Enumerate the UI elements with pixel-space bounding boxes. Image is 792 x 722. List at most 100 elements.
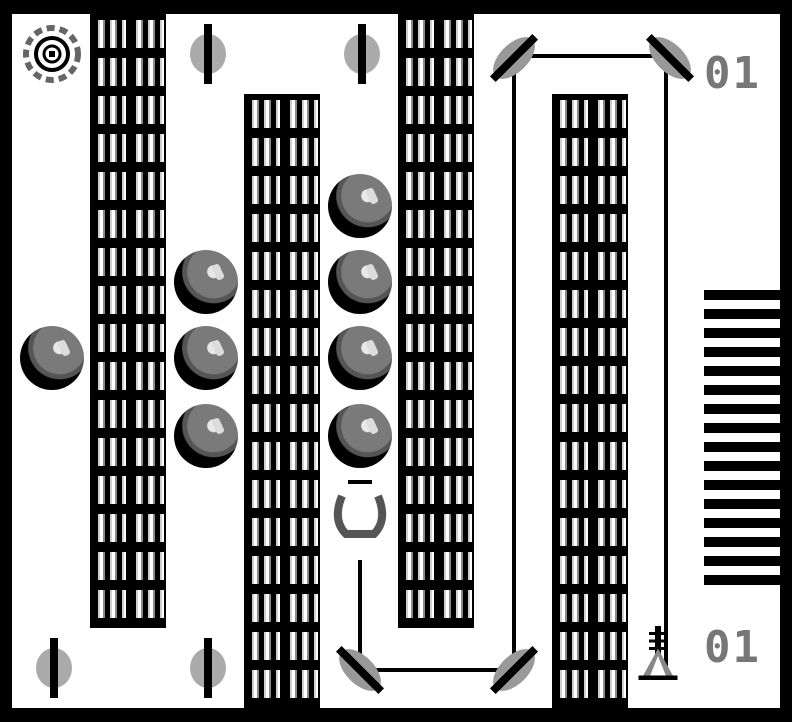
tile-block <box>594 404 626 432</box>
tile-block <box>132 514 164 542</box>
tile-block <box>248 670 280 698</box>
tile-block <box>94 324 126 352</box>
tile-block <box>440 58 472 86</box>
tile-block <box>286 366 318 394</box>
tile-block <box>286 632 318 660</box>
tile-block <box>402 552 434 580</box>
tile-block <box>440 134 472 162</box>
playfield[interactable]: 01 01 <box>12 14 780 708</box>
tile-block <box>94 400 126 428</box>
tile-block <box>402 248 434 276</box>
bumper-pin-icon <box>190 638 226 698</box>
tile-block <box>286 290 318 318</box>
tile-block <box>132 438 164 466</box>
tile-block <box>248 556 280 584</box>
tile-block <box>594 366 626 394</box>
tile-block <box>556 176 588 204</box>
tile-block <box>248 100 280 128</box>
tile-block <box>286 480 318 508</box>
tile-block <box>94 58 126 86</box>
tile-block <box>94 134 126 162</box>
tile-block <box>440 362 472 390</box>
tile-block <box>94 362 126 390</box>
tile-block <box>286 100 318 128</box>
tile-block <box>594 670 626 698</box>
tile-block <box>440 400 472 428</box>
tile-block <box>248 518 280 546</box>
tile-block <box>556 214 588 242</box>
tile-block <box>248 214 280 242</box>
tile-block <box>440 20 472 48</box>
tile-block <box>402 438 434 466</box>
ball <box>328 174 392 238</box>
tile-block <box>440 590 472 618</box>
tile-block <box>556 594 588 622</box>
tile-block <box>440 514 472 542</box>
bumper-pin-icon <box>36 638 72 698</box>
tile-block <box>556 100 588 128</box>
tile-column-4 <box>552 94 628 708</box>
tile-block <box>556 556 588 584</box>
tile-block <box>402 172 434 200</box>
tile-block <box>594 290 626 318</box>
tile-block <box>94 476 126 504</box>
tether-line <box>512 54 668 58</box>
tile-block <box>248 252 280 280</box>
tile-block <box>556 670 588 698</box>
tile-block <box>594 252 626 280</box>
ball <box>174 326 238 390</box>
tile-block <box>402 96 434 124</box>
tile-block <box>440 476 472 504</box>
tile-block <box>94 172 126 200</box>
tile-block <box>132 476 164 504</box>
tile-block <box>132 324 164 352</box>
tile-block <box>594 328 626 356</box>
tether-line <box>664 54 668 674</box>
tile-block <box>132 286 164 314</box>
tile-block <box>94 590 126 618</box>
tile-block <box>132 134 164 162</box>
tile-block <box>594 214 626 242</box>
tile-block <box>94 248 126 276</box>
tile-column-2 <box>244 94 320 708</box>
tile-block <box>594 100 626 128</box>
tile-block <box>286 442 318 470</box>
tile-block <box>248 290 280 318</box>
tile-block <box>594 556 626 584</box>
tile-block <box>248 442 280 470</box>
deflector-icon <box>645 33 695 83</box>
deflector-icon <box>489 33 539 83</box>
tile-block <box>556 480 588 508</box>
tile-block <box>286 594 318 622</box>
tile-block <box>402 362 434 390</box>
tile-block <box>248 480 280 508</box>
tile-block <box>286 328 318 356</box>
deflector-icon <box>489 645 539 695</box>
ball <box>328 326 392 390</box>
tether-line <box>358 560 362 672</box>
tether-line <box>512 58 516 674</box>
tile-block <box>132 172 164 200</box>
tile-block <box>556 442 588 470</box>
ball <box>20 326 84 390</box>
rocket-ship-icon[interactable] <box>628 626 688 686</box>
deflector-icon <box>335 645 385 695</box>
tether-line <box>358 668 514 672</box>
tile-block <box>440 324 472 352</box>
tile-block <box>556 252 588 280</box>
tile-block <box>402 476 434 504</box>
tile-block <box>248 138 280 166</box>
ball <box>328 404 392 468</box>
tile-block <box>94 438 126 466</box>
tile-block <box>440 172 472 200</box>
tile-block <box>286 138 318 166</box>
tile-block <box>94 20 126 48</box>
tile-block <box>248 632 280 660</box>
tile-block <box>94 514 126 542</box>
ball <box>174 250 238 314</box>
top-counter: 01 <box>704 48 761 99</box>
tile-column-1 <box>90 14 166 628</box>
tile-block <box>94 286 126 314</box>
tile-block <box>132 248 164 276</box>
